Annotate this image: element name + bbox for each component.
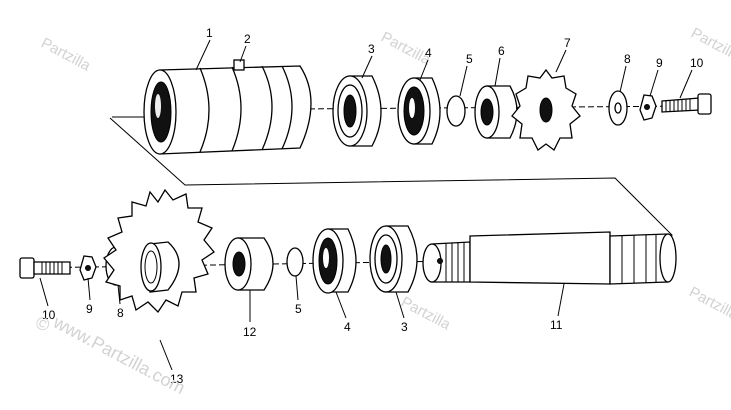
- part-9-lockwasher-lower: [79, 255, 97, 281]
- callout-7: 7: [564, 36, 571, 50]
- watermark-domain: © www.Partzilla.com: [32, 311, 188, 398]
- part-9-lockwasher-upper: [639, 94, 657, 121]
- part-10-bolt-lower: [19, 257, 71, 279]
- callout-5: 5: [466, 52, 473, 66]
- watermark-url: www.Partzilla.com: [49, 311, 188, 398]
- part-5-oring-lower: [286, 247, 304, 277]
- watermark-brand: Partzilla: [686, 284, 731, 324]
- callout-3: 3: [401, 320, 408, 334]
- part-11-shaft: [422, 231, 677, 285]
- watermark-symbol: ©: [32, 312, 53, 336]
- leader-lines: [39, 39, 693, 371]
- callout-6: 6: [498, 44, 505, 58]
- callout-numbers: 1 2 3 4 5 6 7 8 9 10 10 9 8 13 12 5 4 3 …: [42, 26, 704, 386]
- callout-1: 1: [206, 26, 213, 40]
- callout-11: 11: [550, 318, 563, 332]
- part-7-sprocket-upper: [511, 68, 581, 151]
- part-8-washer-upper: [608, 90, 628, 126]
- callout-9: 9: [656, 56, 663, 70]
- part-13-sprocket-large: [103, 188, 215, 314]
- callout-8: 8: [624, 52, 631, 66]
- part-3-bearing-upper: [332, 75, 382, 147]
- callout-13: 13: [170, 372, 184, 386]
- part-5-oring-upper: [446, 95, 466, 127]
- callout-3: 3: [368, 42, 375, 56]
- watermark-brand: Partzilla: [38, 35, 94, 75]
- part-12-spacer: [224, 237, 274, 291]
- part-4-seal-lower: [312, 228, 357, 294]
- part-4-seal-upper: [397, 77, 441, 145]
- callout-10: 10: [42, 308, 56, 322]
- part-3-bearing-lower: [369, 225, 418, 293]
- callout-4: 4: [344, 320, 351, 334]
- part-6-spacer: [474, 85, 518, 139]
- part-10-bolt-upper: [661, 93, 712, 115]
- callout-2: 2: [244, 32, 251, 46]
- callout-9: 9: [86, 302, 93, 316]
- callout-10: 10: [690, 56, 704, 70]
- callout-5: 5: [295, 302, 302, 316]
- callout-4: 4: [425, 46, 432, 60]
- callout-12: 12: [243, 325, 257, 339]
- callout-8: 8: [117, 306, 124, 320]
- part-1-drum: [143, 59, 312, 155]
